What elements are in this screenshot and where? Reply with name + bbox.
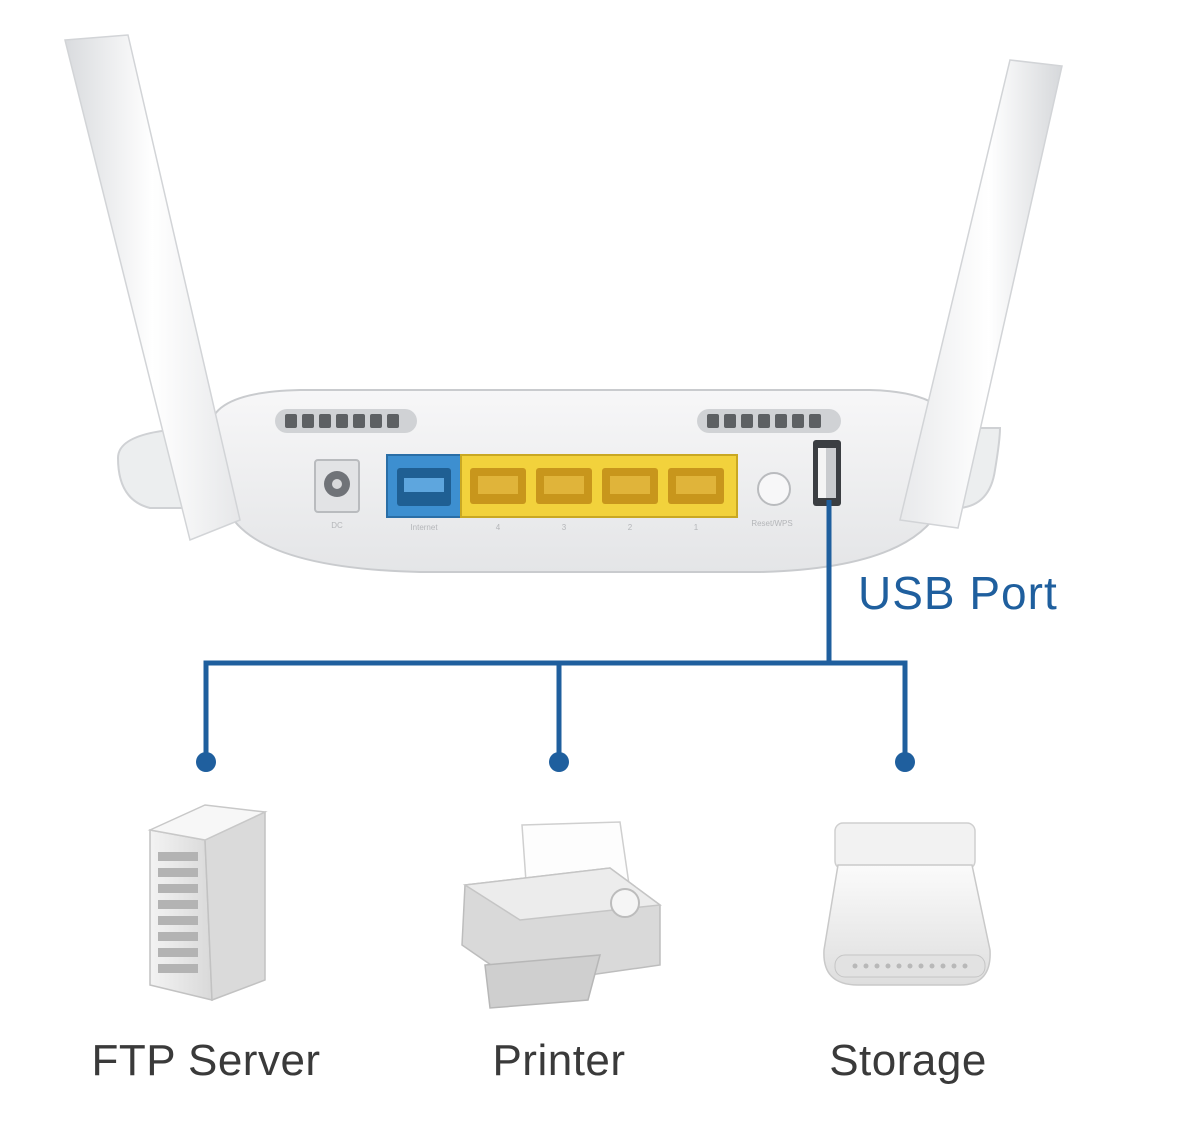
wan-port-icon: [386, 454, 462, 518]
server-icon: [147, 804, 268, 1002]
usb-port-label: USB Port: [858, 567, 1058, 619]
antenna-left: [64, 34, 241, 542]
lan-port-icon: [536, 468, 592, 504]
port-label-lan3: 3: [562, 523, 567, 532]
branch-dot-printer: [549, 752, 569, 772]
usb-port-icon: [813, 440, 841, 506]
port-label-reset: Reset/WPS: [751, 519, 792, 528]
printer-icon: [461, 821, 662, 1009]
lan-port-icon: [602, 468, 658, 504]
power-jack-icon: [314, 459, 360, 513]
device-label-ftp-server: FTP Server: [91, 1036, 321, 1085]
port-label-lan4: 4: [496, 523, 501, 532]
branch-dot-ftp: [196, 752, 216, 772]
router: DC Internet 4 3 2 1 Reset/WPS: [116, 389, 1002, 573]
port-label-lan2: 2: [628, 523, 633, 532]
port-label-dc: DC: [331, 521, 343, 530]
reset-button-icon: [757, 472, 791, 506]
vent-right: [697, 409, 841, 433]
usb-storage-icon: [823, 822, 991, 986]
antenna-right: [899, 59, 1063, 529]
branch-dot-storage: [895, 752, 915, 772]
usb-connection-lines: [203, 500, 908, 760]
lan-port-icon: [668, 468, 724, 504]
device-label-storage: Storage: [829, 1036, 987, 1085]
lan-ports: [460, 454, 738, 518]
device-label-printer: Printer: [492, 1036, 626, 1085]
lan-port-icon: [470, 468, 526, 504]
port-labels: DC Internet 4 3 2 1 Reset/WPS: [331, 519, 792, 532]
branch-bus-line: [203, 660, 908, 760]
vent-left: [275, 409, 417, 433]
port-label-internet: Internet: [410, 523, 438, 532]
port-label-lan1: 1: [694, 523, 699, 532]
